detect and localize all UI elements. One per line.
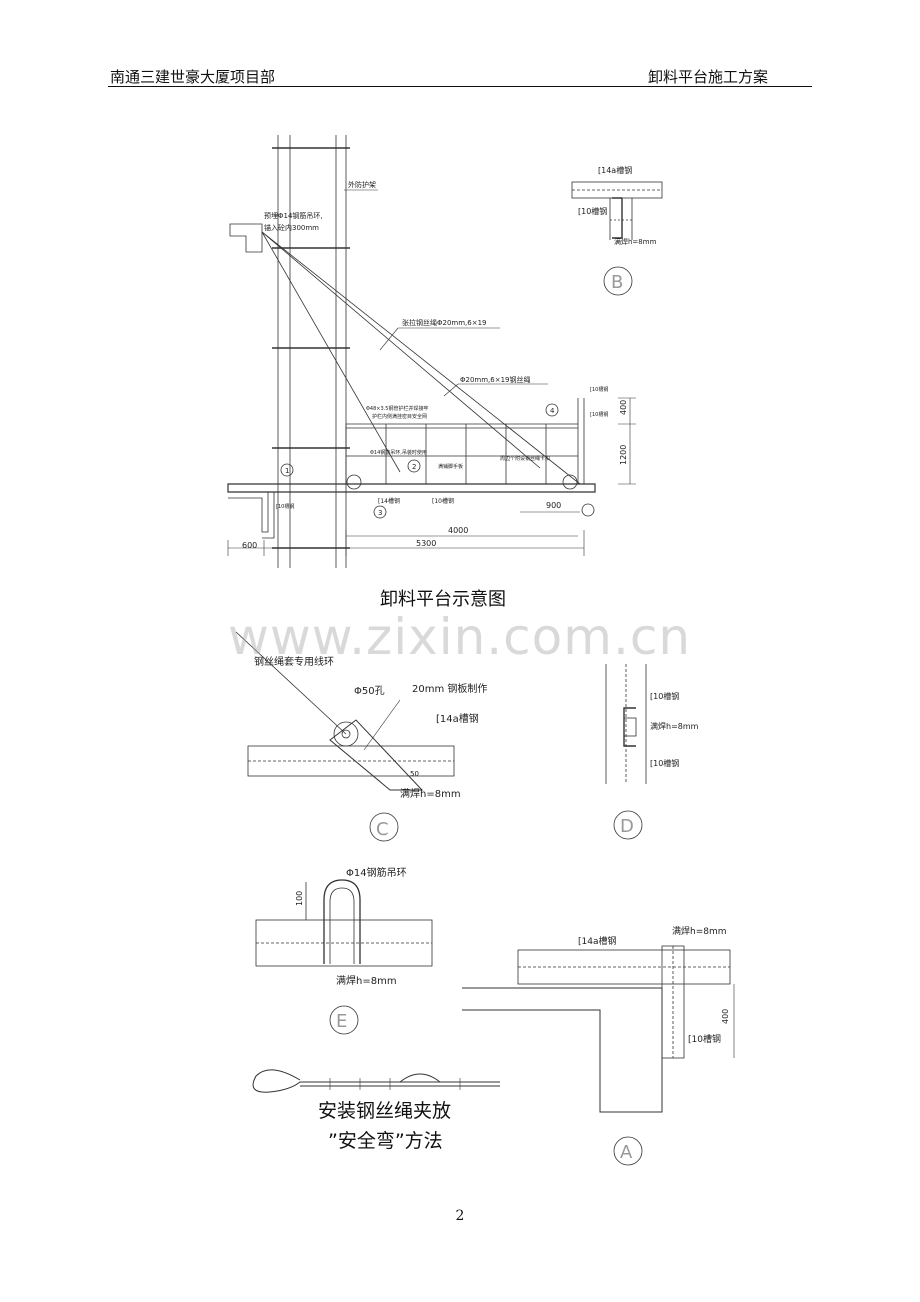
dim-400: 400	[619, 400, 628, 415]
dim-900: 900	[546, 501, 561, 510]
detail-c-hole: Φ50孔	[354, 685, 385, 697]
label-ring-note: Φ14钢筋吊环,吊装时使用	[370, 449, 427, 456]
dimension-lines	[227, 397, 636, 556]
label-guard-note-1: Φ48×3.5钢管护栏并焊接牢	[366, 405, 428, 412]
label-ch10-r2: [10槽钢	[590, 411, 608, 418]
label-outer-scaffold: 外防护架	[348, 180, 376, 189]
header-title: 卸料平台施工方案	[647, 68, 768, 86]
detail-e	[255, 879, 433, 1035]
header-rule	[108, 86, 812, 87]
header-project: 南通三建世豪大厦项目部	[110, 68, 276, 86]
rope-note-line2: ”安全弯”方法	[328, 1130, 443, 1152]
platform-beam	[227, 483, 596, 493]
detail-a-ch10: [10槽钢	[688, 1033, 721, 1045]
slab-edge	[228, 491, 269, 533]
detail-e-ring: Φ14钢筋吊环	[346, 866, 407, 879]
detail-d-ch10-top: [10槽钢	[650, 691, 679, 701]
detail-c-dim-50: 50	[410, 770, 419, 778]
detail-c-plate: 20mm 钢板制作	[412, 682, 487, 695]
detail-c-weld: 满焊h=8mm	[400, 788, 461, 800]
wire-rope-2	[261, 231, 541, 469]
detail-a-weld: 满焊h=8mm	[672, 925, 727, 937]
marker-circles	[280, 403, 595, 519]
rope-note-line1: 安装钢丝绳夹放	[318, 1100, 452, 1122]
detail-e-letter: E	[336, 1011, 347, 1032]
detail-d	[605, 664, 647, 840]
marker-4: 4	[550, 407, 555, 415]
detail-e-dim-100: 100	[295, 891, 304, 906]
detail-b-ch14: [14a槽钢	[598, 165, 632, 175]
dim-1200: 1200	[619, 445, 628, 465]
scaffold-ledgers	[272, 147, 350, 549]
page-number: 2	[455, 1208, 465, 1224]
rope-safety-bend	[252, 1069, 500, 1093]
leader-lines	[344, 189, 548, 397]
detail-b	[571, 181, 663, 296]
detail-c-letter: C	[376, 819, 389, 840]
dim-5300: 5300	[416, 539, 436, 548]
detail-a-ch14: [14a槽钢	[578, 935, 616, 947]
marker-1: 1	[285, 467, 289, 475]
detail-d-letter: D	[620, 816, 634, 837]
detail-a-letter: A	[620, 1142, 633, 1163]
main-figure	[227, 135, 636, 568]
marker-2: 2	[412, 463, 416, 471]
detail-d-ch10-bot: [10槽钢	[650, 758, 679, 768]
label-ch14: [14槽钢	[378, 497, 400, 505]
label-rope-6x19: Φ20mm,6×19钢丝绳	[460, 375, 531, 384]
dim-4000: 4000	[448, 526, 468, 535]
detail-e-weld: 满焊h=8mm	[336, 975, 397, 987]
label-embed-ring-2: 锚入砼内300mm	[264, 223, 319, 232]
wire-rope-3	[261, 231, 401, 473]
label-ch10: [10槽钢	[432, 497, 454, 505]
detail-d-weld: 满焊h=8mm	[650, 721, 699, 731]
guard-rail	[345, 398, 585, 484]
wire-rope-1	[261, 231, 581, 485]
label-ch10-r1: [10槽钢	[590, 386, 608, 393]
detail-c	[235, 631, 455, 842]
main-figure-caption: 卸料平台示意图	[380, 589, 506, 610]
detail-c-ring: 钢丝绳套专用线环	[254, 655, 334, 668]
label-ch10-b: [10槽钢	[276, 503, 294, 510]
detail-a	[462, 945, 735, 1166]
label-handrail: 满铺脚手板	[438, 463, 463, 470]
label-clamp-note: 周边个附设钢丝绳卡扣	[500, 455, 550, 462]
label-guard-note-2: 护栏内侧满挂密目安全网	[372, 413, 427, 420]
watermark: www.zixin.com.cn	[228, 608, 692, 666]
dim-600: 600	[242, 541, 257, 550]
detail-a-dim-400: 400	[721, 1009, 730, 1024]
label-tension-rope: 张拉钢丝绳Φ20mm,6×19	[402, 318, 487, 327]
detail-c-ch14: [14a槽钢	[436, 712, 479, 725]
label-embed-ring-1: 预埋Φ14钢筋吊环,	[264, 211, 323, 220]
detail-b-letter: B	[611, 272, 623, 293]
embed-bracket-upper	[229, 223, 263, 253]
detail-b-weld: 满焊h=8mm	[614, 237, 657, 246]
marker-3: 3	[378, 509, 382, 517]
bracket-lower	[262, 491, 275, 539]
detail-b-ch10: [10槽钢	[578, 206, 607, 216]
